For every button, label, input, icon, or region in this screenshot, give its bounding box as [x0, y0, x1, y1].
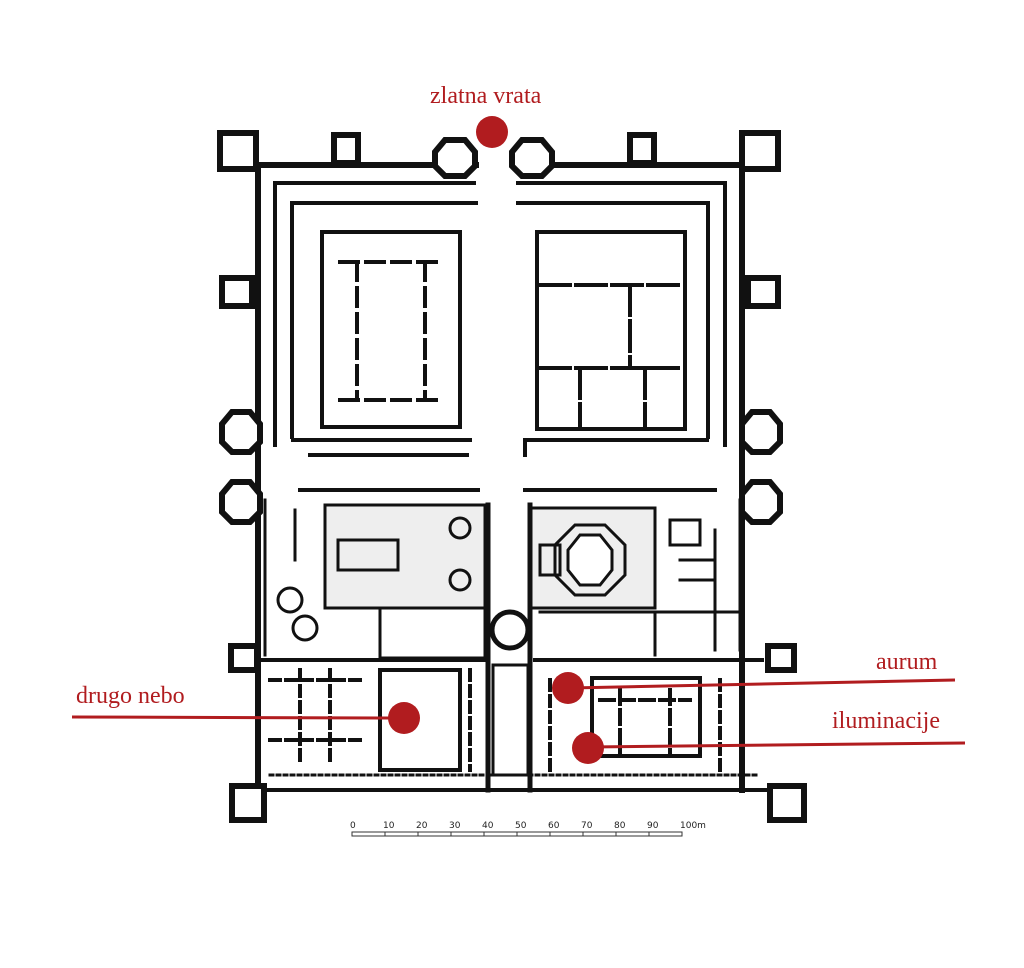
scale-tick-label: 100m — [680, 821, 706, 831]
drugo-nebo-marker — [388, 702, 420, 734]
scale-tick-label: 40 — [482, 821, 494, 831]
peristyle — [485, 502, 533, 793]
scale-tick-label: 10 — [383, 821, 395, 831]
annotations — [71, 116, 966, 764]
aurum-marker — [552, 672, 584, 704]
side-rooms — [263, 498, 742, 657]
label-iluminacije: iluminacije — [832, 708, 940, 734]
label-zlatna-vrata: zlatna vrata — [430, 83, 542, 109]
drugo-nebo-leader — [71, 715, 393, 720]
south-west-block — [323, 503, 487, 660]
zlatna-vrata-marker — [476, 116, 508, 148]
inner-colonnade — [268, 181, 762, 777]
aurum-leader — [569, 678, 956, 690]
scale-tick-label: 60 — [548, 821, 560, 831]
scale-tick-label: 20 — [416, 821, 428, 831]
scale-tick-label: 80 — [614, 821, 626, 831]
northwest-block — [320, 230, 462, 429]
label-drugo-nebo: drugo nebo — [76, 683, 185, 709]
iluminacije-marker — [572, 732, 604, 764]
temple-block — [528, 506, 742, 657]
iluminacije-leader — [589, 741, 966, 749]
scale-tick-label: 0 — [350, 821, 356, 831]
outer-wall — [255, 162, 772, 793]
south-wing — [256, 658, 764, 772]
scale-tick-label: 70 — [581, 821, 593, 831]
label-aurum: aurum — [876, 649, 938, 675]
northeast-block — [535, 230, 687, 431]
scale-tick-label: 30 — [449, 821, 461, 831]
scale-bar: 0 10 20 30 40 50 60 70 80 90 100m — [350, 821, 706, 837]
towers — [217, 130, 807, 823]
scale-tick-label: 90 — [647, 821, 659, 831]
scale-tick-label: 50 — [515, 821, 527, 831]
